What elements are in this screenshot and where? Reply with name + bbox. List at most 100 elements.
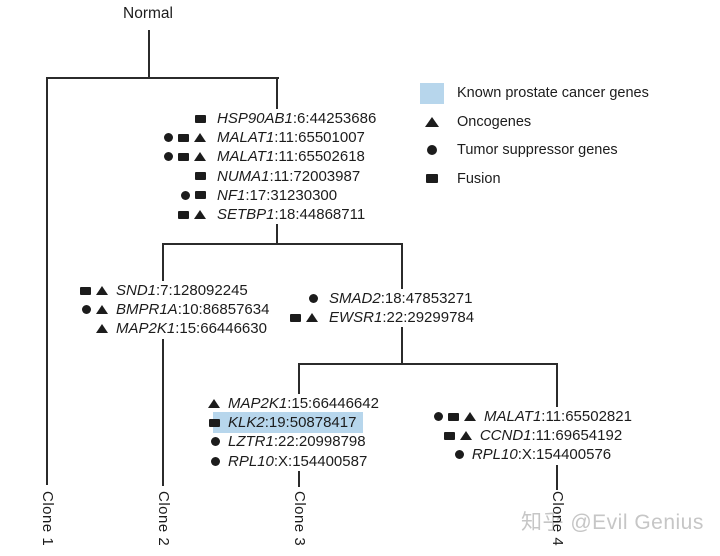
legend-item-known-genes: Known prostate cancer genes [419, 79, 649, 108]
gene-text: MAP2K1:15:66446630 [116, 320, 267, 338]
mutation-type-icons [156, 172, 206, 181]
legend-label: Known prostate cancer genes [457, 85, 649, 102]
legend-item-fusion: Fusion [419, 165, 649, 194]
gene-text: HSP90AB1:6:44253686 [217, 110, 377, 127]
clone3-label: Clone 3 [291, 491, 308, 547]
circle-icon [211, 437, 220, 447]
circle-icon [427, 145, 437, 156]
square-icon [178, 152, 189, 161]
gene-text: MALAT1:11:65502618 [217, 148, 365, 166]
gene-text: NUMA1:11:72003987 [217, 167, 361, 185]
triangle-icon [194, 152, 206, 162]
clone4-label: Clone 4 [549, 491, 566, 547]
square-icon [80, 286, 91, 295]
gene-text: CCND1:11:69654192 [479, 427, 623, 445]
square-icon [178, 210, 189, 219]
gene-text: MALAT1:11:65502821 [484, 408, 632, 425]
watermark: 知乎 @Evil Genius [521, 511, 704, 534]
gene-entry: NUMA1:11:72003987 [156, 167, 376, 186]
gene-text: LZTR1:22:20998798 [228, 433, 366, 451]
clone1-branch-line [46, 77, 48, 485]
mutation-type-icons [56, 286, 108, 296]
triangle-icon [194, 210, 206, 220]
gene-entry: BMPR1A:10:86857634 [56, 300, 269, 319]
gene-text: NF1:17:31230300 [217, 186, 338, 204]
circle-icon [434, 412, 444, 422]
gene-entry: SMAD2:18:47853271 [280, 289, 474, 308]
gene-entry: MAP2K1:15:66446630 [56, 319, 269, 338]
gene-text: MALAT1:11:65501007 [217, 129, 365, 147]
gene-entry: CCND1:11:69654192 [443, 426, 623, 445]
square-icon [195, 172, 206, 181]
clone2-branch-line [162, 243, 164, 486]
square-icon [178, 133, 189, 142]
mutation-type-icons [156, 210, 206, 220]
triangle-icon [194, 133, 206, 143]
circle-icon [454, 450, 464, 460]
gene-text: KLK2:19:50878417 [228, 414, 357, 432]
tumor-suppressor-circle-icon [419, 145, 445, 156]
circle-icon [211, 456, 220, 466]
circle-icon [181, 190, 190, 200]
gene-entry: SND1:7:128092245 [56, 281, 269, 300]
mutation-type-icons [56, 324, 108, 334]
gene-entry: MAP2K1:15:66446642 [196, 394, 379, 413]
mutation-type-icons [196, 437, 220, 447]
gene-entry: LZTR1:22:20998798 [196, 432, 379, 451]
gene-text: EWSR1:22:29299784 [329, 309, 475, 327]
mutation-type-icons [454, 450, 464, 460]
square-icon [209, 418, 220, 427]
mutation-type-icons [156, 114, 206, 123]
blue-swatch-icon [420, 82, 444, 104]
square-icon [195, 114, 206, 123]
branch2-line [162, 243, 403, 245]
gene-entry: MALAT1:11:65502618 [156, 147, 376, 166]
gene-text: SND1:7:128092245 [116, 282, 248, 299]
fusion-square-icon [419, 174, 445, 184]
circle-icon [309, 294, 318, 304]
mutation-type-icons [196, 399, 220, 409]
gene-entry: RPL10:X:154400576 [454, 445, 611, 464]
mid-branch-gene-list: SMAD2:18:47853271 EWSR1:22:29299784 [280, 289, 475, 328]
triangle-icon [425, 116, 439, 127]
mutation-type-icons [56, 305, 108, 315]
square-icon [195, 191, 206, 200]
square-icon [426, 174, 438, 184]
mutation-type-icons [156, 152, 206, 162]
known-genes-swatch-icon [419, 82, 445, 104]
triangle-icon [459, 431, 472, 441]
circle-icon [164, 133, 173, 143]
mutation-type-icons [434, 412, 477, 422]
gene-text: RPL10:X:154400587 [228, 452, 368, 470]
gene-entry: RPL10:X:154400587 [196, 452, 379, 471]
clone4-gene-list: MALAT1:11:65502821 CCND1:11:69654192 RPL… [422, 407, 644, 465]
mutation-type-icons [280, 313, 318, 323]
trunk-gene-list: HSP90AB1:6:44253686 MALAT1:11:65501007 M… [156, 109, 377, 225]
legend-label: Fusion [457, 170, 501, 187]
triangle-icon [208, 399, 220, 409]
clone2-label: Clone 2 [155, 491, 172, 547]
gene-entry: EWSR1:22:29299784 [280, 308, 474, 327]
mutation-type-icons [280, 294, 318, 304]
legend: Known prostate cancer genes Oncogenes Tu… [419, 79, 649, 193]
branch3-line [298, 363, 558, 365]
triangle-icon [306, 313, 318, 323]
triangle-icon [464, 412, 477, 422]
mutation-type-icons [156, 133, 206, 143]
square-icon [443, 431, 455, 440]
normal-stem-line [148, 30, 150, 78]
legend-label: Oncogenes [457, 113, 532, 130]
gene-text: SMAD2:18:47853271 [329, 290, 473, 307]
left-branch-gene-list: SND1:7:128092245 BMPR1A:10:86857634 MAP2… [56, 281, 270, 339]
mutation-type-icons [196, 456, 220, 466]
mutation-type-icons [443, 431, 472, 441]
clone3-gene-list: MAP2K1:15:66446642 KLK2:19:50878417 LZTR… [196, 394, 379, 471]
triangle-icon [96, 324, 108, 334]
mutation-type-icons [196, 418, 220, 427]
gene-entry: NF1:17:31230300 [156, 186, 376, 205]
oncogene-triangle-icon [419, 116, 445, 127]
gene-text: MAP2K1:15:66446642 [228, 395, 379, 412]
gene-entry: HSP90AB1:6:44253686 [156, 109, 376, 128]
triangle-icon [96, 305, 108, 315]
